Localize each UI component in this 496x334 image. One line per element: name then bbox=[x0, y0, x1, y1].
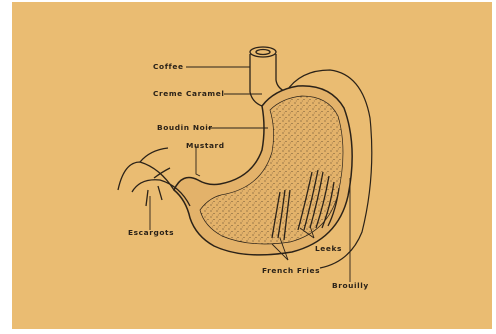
duodenum bbox=[118, 148, 190, 206]
label-escargots: Escargots bbox=[128, 228, 174, 237]
label-creme-caramel: Creme Caramel bbox=[153, 89, 224, 98]
label-mustard: Mustard bbox=[186, 141, 225, 150]
label-leeks: Leeks bbox=[315, 244, 342, 253]
label-brouilly: Brouilly bbox=[332, 281, 369, 290]
label-boudin-noir: Boudin Noir bbox=[157, 123, 213, 132]
label-french-fries: French Fries bbox=[262, 266, 320, 275]
label-coffee: Coffee bbox=[153, 62, 184, 71]
